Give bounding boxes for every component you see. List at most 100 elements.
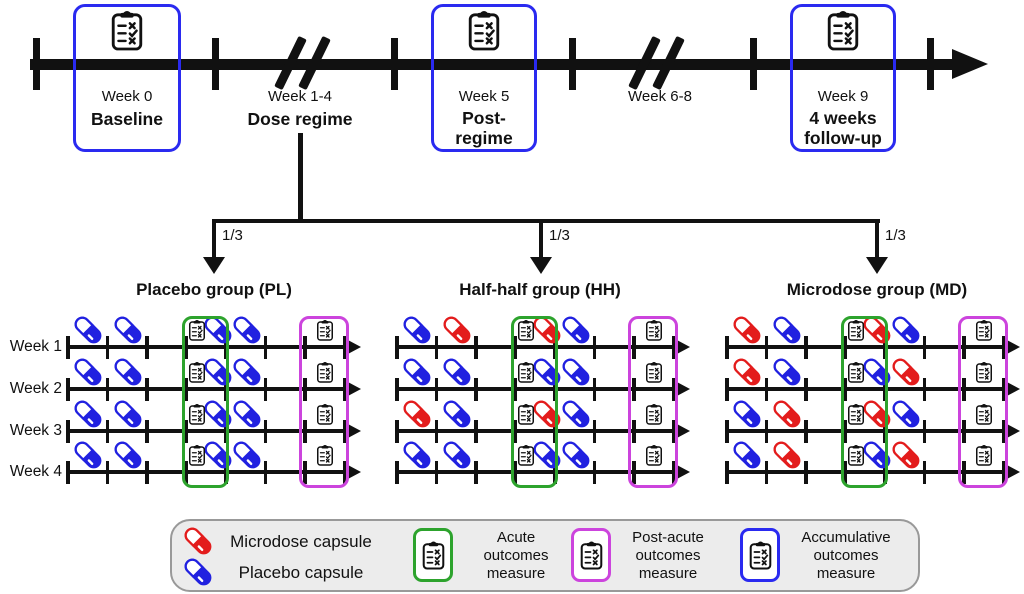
week-timeline-tick (66, 419, 70, 443)
placebo-capsule-icon (400, 438, 434, 472)
week-timeline-tick (342, 335, 347, 359)
week-timeline-tick (764, 460, 769, 484)
microdose-capsule-icon (770, 438, 804, 472)
week-timeline-arrowhead (1005, 381, 1020, 397)
stage-name-label: Dose regime (247, 109, 353, 129)
stage-week-label: Week 0 (101, 88, 153, 105)
week-timeline-line (725, 429, 1005, 433)
clipboard-checklist-icon (846, 402, 866, 426)
week-timeline-tick (671, 377, 676, 401)
branch-arrow-stem (538, 219, 544, 258)
legend-text-line: measure (486, 565, 546, 582)
branch-arrow-stem (211, 219, 217, 258)
post-acute-measure-frame (958, 316, 1008, 488)
week-timeline-tick (184, 460, 189, 484)
acute-measure-icon (413, 528, 453, 582)
week-timeline-tick (804, 335, 808, 359)
acute-measure-frame (511, 316, 558, 488)
week-timeline-arrowhead (1005, 339, 1020, 355)
week-timeline-tick (395, 335, 399, 359)
week-timeline-tick (303, 460, 307, 484)
week-timeline-tick (764, 335, 769, 359)
week-timeline-tick (632, 419, 636, 443)
week-timeline-tick (105, 335, 110, 359)
placebo-capsule-icon (230, 355, 264, 389)
legend-text-line: Acute (496, 529, 536, 546)
microdose-capsule-icon (440, 313, 474, 347)
fraction-label: 1/3 (222, 227, 243, 244)
accumulative-measure-box (431, 4, 537, 152)
post-acute-measure-frame (628, 316, 678, 488)
week-timeline-line (395, 387, 675, 391)
placebo-capsule-icon (730, 438, 764, 472)
week-timeline-tick (145, 377, 149, 401)
clipboard-checklist-icon (747, 537, 774, 573)
acute-measure-frame (841, 316, 888, 488)
week-timeline-tick (592, 335, 597, 359)
week-timeline-tick (342, 419, 347, 443)
accumulative-measure-icon (740, 528, 780, 582)
clipboard-checklist-icon (578, 537, 605, 573)
week-timeline-line (725, 470, 1005, 474)
timeline-tick (391, 38, 398, 90)
week-timeline-tick (671, 460, 676, 484)
week-timeline-tick (513, 460, 518, 484)
timeline-tick (212, 38, 219, 90)
placebo-capsule-icon (889, 397, 923, 431)
week-timeline-tick (66, 335, 70, 359)
branch-arrowhead (203, 257, 225, 274)
week-timeline-tick (764, 419, 769, 443)
week-timeline-tick (263, 419, 268, 443)
clipboard-checklist-icon (644, 402, 664, 426)
week-row-label: Week 4 (9, 463, 62, 480)
week-timeline-tick (263, 460, 268, 484)
week-timeline-tick (725, 377, 729, 401)
week-timeline-tick (843, 460, 848, 484)
week-timeline-tick (962, 377, 966, 401)
placebo-capsule-icon (530, 438, 564, 472)
placebo-capsule-icon (559, 313, 593, 347)
microdose-capsule-icon (860, 313, 894, 347)
week-timeline-line (395, 345, 675, 349)
legend-box (170, 519, 920, 592)
placebo-capsule-icon (889, 313, 923, 347)
accumulative-measure-box (790, 4, 896, 152)
week-timeline-tick (184, 335, 189, 359)
week-timeline-tick (513, 419, 518, 443)
week-timeline-tick (632, 460, 636, 484)
placebo-capsule-icon (230, 438, 264, 472)
microdose-capsule-icon (181, 524, 215, 558)
clipboard-checklist-icon (465, 7, 503, 53)
week-timeline-tick (725, 335, 729, 359)
week-timeline-arrowhead (346, 464, 361, 480)
timeline-tick (750, 38, 757, 90)
week-timeline-tick (843, 335, 848, 359)
week-timeline-tick (513, 335, 518, 359)
week-row-label: Week 3 (9, 422, 62, 439)
legend-text-line: outcomes (483, 547, 549, 564)
week-timeline-tick (184, 419, 189, 443)
clipboard-checklist-icon (974, 443, 994, 467)
clipboard-checklist-icon (315, 360, 335, 384)
placebo-capsule-icon (71, 313, 105, 347)
week-timeline-arrowhead (1005, 464, 1020, 480)
placebo-capsule-icon (440, 355, 474, 389)
week-timeline-tick (725, 419, 729, 443)
week-timeline-line (66, 470, 346, 474)
week-timeline-tick (513, 377, 518, 401)
week-timeline-line (725, 387, 1005, 391)
clipboard-checklist-icon (644, 360, 664, 384)
week-timeline-tick (843, 419, 848, 443)
week-timeline-tick (105, 377, 110, 401)
clipboard-checklist-icon (846, 443, 866, 467)
clipboard-checklist-icon (108, 7, 146, 53)
placebo-capsule-icon (400, 355, 434, 389)
group-title-MD: Microdose group (MD) (786, 280, 968, 299)
placebo-capsule-icon (111, 397, 145, 431)
clipboard-checklist-icon (516, 443, 536, 467)
week-timeline-tick (592, 377, 597, 401)
week-timeline-tick (66, 377, 70, 401)
week-timeline-tick (434, 419, 439, 443)
stage-name-label: 4 weeks (809, 108, 877, 128)
